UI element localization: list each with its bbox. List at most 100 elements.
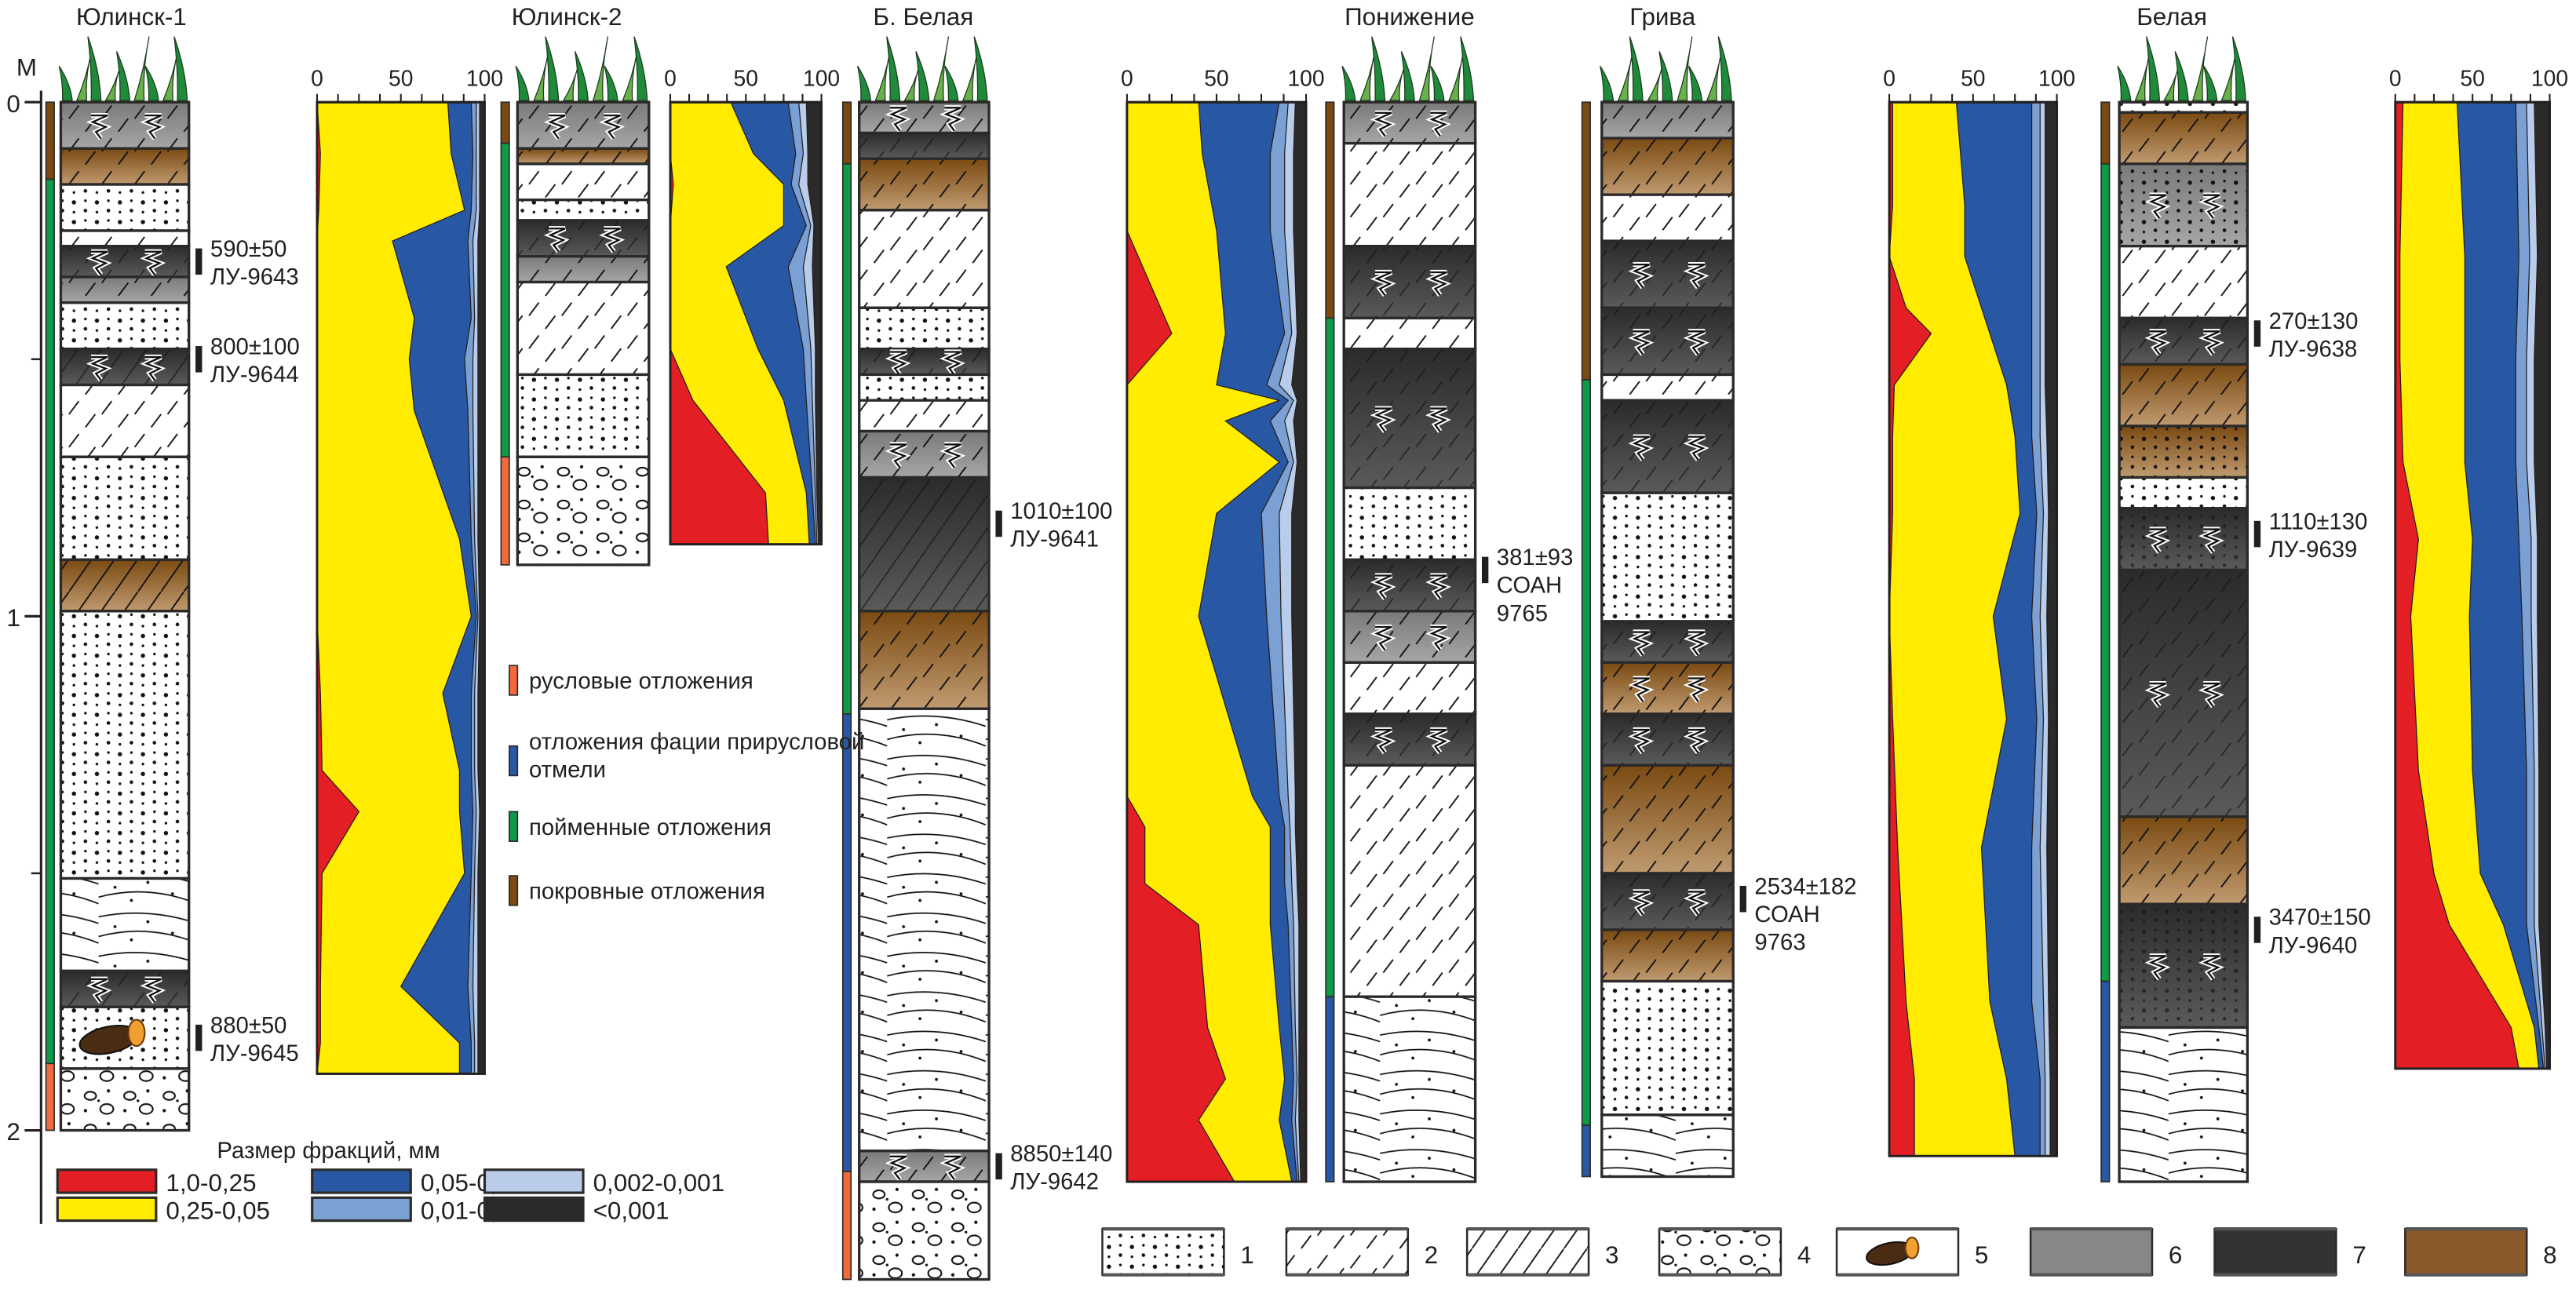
root-icon [2202, 682, 2220, 708]
layer [516, 199, 651, 222]
grass-icon [562, 65, 579, 101]
root-icon [1687, 435, 1706, 461]
layer [59, 183, 191, 232]
legend-swatch-brown [2404, 1227, 2528, 1276]
layer-hatch [1601, 765, 1734, 873]
layer [1600, 928, 1735, 983]
layer [1342, 348, 1477, 490]
legend-number: 8 [2543, 1241, 2556, 1269]
root-icon [1374, 728, 1392, 754]
fraction-legend-title: Размер фракций, мм [217, 1138, 440, 1164]
layer [858, 348, 991, 377]
date-age: 2534±182 [1754, 873, 1856, 899]
root-icon [2202, 528, 2220, 553]
layer [516, 100, 651, 150]
facies-bar-floodplain [500, 142, 510, 458]
layer-hatch [1601, 374, 1734, 401]
layer [2118, 902, 2249, 1029]
grass-icon [1706, 51, 1723, 101]
layer [59, 876, 191, 973]
layer [2118, 815, 2249, 906]
sample-marker [995, 510, 1002, 538]
root-icon [1374, 407, 1392, 432]
layer [858, 100, 991, 135]
layer [858, 131, 991, 160]
chart-tick-label: 100 [803, 65, 840, 90]
layer [1600, 193, 1735, 242]
date-lab-code: СОАН [1497, 573, 1562, 599]
layer [59, 558, 191, 613]
facies-bar-cover [500, 101, 510, 144]
layer [1600, 100, 1735, 140]
layer [1342, 558, 1477, 613]
layer [2118, 476, 2249, 510]
layer [858, 399, 991, 433]
root-icon [888, 351, 907, 376]
layer [1342, 763, 1477, 998]
layer [59, 301, 191, 351]
root-icon [603, 228, 622, 253]
layer [1342, 610, 1477, 665]
root-icon [1429, 625, 1447, 651]
root-icon [1632, 728, 1651, 754]
layer [2118, 316, 2249, 366]
layer-hatch [859, 610, 990, 709]
layer-hatch [1601, 493, 1734, 621]
layer-hatch [859, 308, 990, 349]
layer [2118, 1026, 2249, 1183]
root-icon [144, 250, 162, 275]
layer-hatch [859, 102, 990, 133]
root-icon [1632, 435, 1651, 461]
layer [59, 100, 191, 150]
root-icon [2202, 955, 2220, 980]
fraction-label: 1,0-0,25 [166, 1169, 256, 1197]
date-lab-number: 9763 [1754, 930, 1805, 956]
root-icon [1632, 263, 1651, 289]
layer-hatch [859, 709, 990, 1151]
root-icon [888, 1155, 907, 1180]
layer-hatch [1601, 400, 1734, 494]
wood-ring-icon [127, 1019, 146, 1048]
section-title: Грива [1629, 3, 1696, 31]
layer-hatch [517, 374, 649, 457]
layer-hatch [60, 878, 189, 971]
grass-icon [144, 65, 159, 101]
facies-bar-channel [500, 456, 510, 566]
layer-border [2118, 1026, 2249, 1183]
grass-icon [973, 36, 988, 101]
root-icon [144, 978, 162, 1003]
facies-bar-channel [841, 1171, 852, 1281]
layer [1342, 486, 1477, 561]
layer-hatch [859, 210, 990, 308]
root-icon [943, 107, 962, 132]
root-icon [1374, 625, 1392, 651]
fraction-swatch [483, 1168, 585, 1194]
area-fraction-1 [316, 101, 473, 1075]
area-fraction-1 [1888, 101, 2021, 1157]
facies-label-line: отложения фации прирусловой [529, 729, 864, 755]
root-icon [888, 107, 907, 132]
root-icon [90, 114, 108, 140]
layer-hatch [1601, 662, 1734, 714]
layer-hatch [60, 102, 189, 149]
grass-icon [2134, 51, 2151, 101]
layer [1600, 712, 1735, 767]
layer-hatch [2119, 246, 2248, 319]
date-age: 590±50 [210, 236, 287, 262]
grass-icon [622, 51, 638, 101]
layer-hatch [517, 148, 649, 164]
facies-bar-levee [1325, 996, 1335, 1182]
facies-swatch-channel [509, 665, 519, 696]
root-icon [1687, 631, 1706, 656]
layer [2118, 568, 2249, 818]
layer-hatch [1344, 765, 1476, 997]
date-lab-code: ЛУ-9640 [2269, 932, 2358, 958]
layer-hatch [859, 133, 990, 159]
grass-icon [87, 36, 102, 101]
root-icon [2202, 194, 2220, 219]
layer [2118, 244, 2249, 320]
